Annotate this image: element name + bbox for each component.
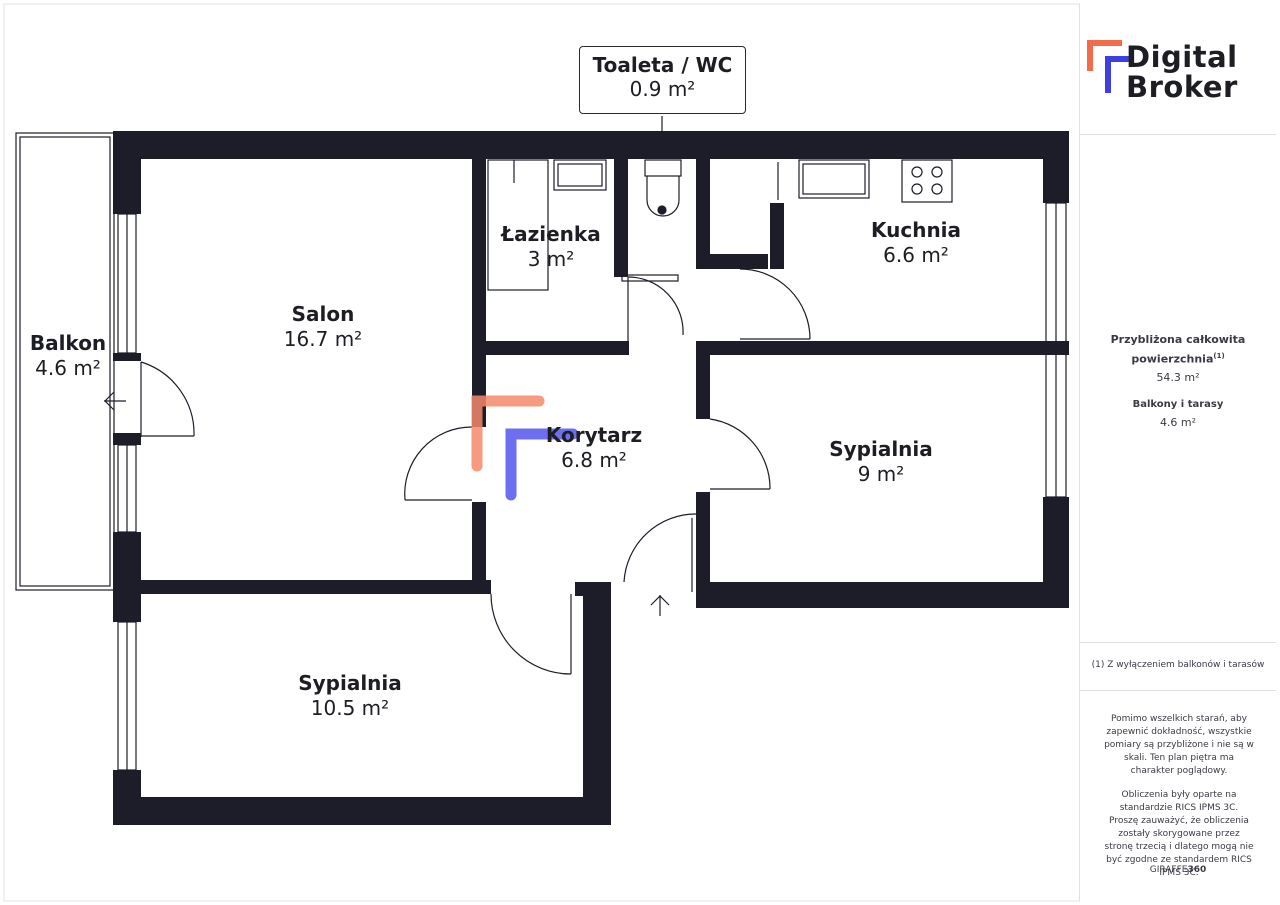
walls	[113, 131, 1069, 825]
room-name: Korytarz	[545, 423, 643, 447]
balcony-area-label: Balkony i tarasy	[1132, 399, 1224, 410]
room-area: 16.7 m²	[283, 327, 363, 351]
logo-line-2: Broker	[1126, 70, 1238, 104]
total-area-value: 54.3 m²	[1156, 371, 1200, 384]
floor-plan	[3, 3, 1080, 902]
balcony-outline	[15, 132, 115, 591]
room-label-wc: Toaleta / WC 0.9 m²	[579, 46, 746, 114]
area-summary-section: Przybliżona całkowita powierzchnia(1) 54…	[1080, 135, 1276, 643]
room-name: Łazienka	[501, 222, 601, 246]
balcony-area-value: 4.6 m²	[1159, 416, 1197, 429]
room-label-korytarz: Korytarz 6.8 m²	[546, 423, 642, 473]
room-name: Salon	[291, 302, 355, 326]
footnote-text: (1) Z wyłączeniem balkonów i tarasów	[1091, 660, 1265, 670]
doors	[140, 268, 811, 675]
disclaimer-text-1: Pomimo wszelkich starań, aby zapewnić do…	[1104, 714, 1254, 776]
room-name: Sypialnia	[298, 671, 402, 695]
logo-section: Digital Broker	[1080, 4, 1276, 135]
disclaimer-text-2: Obliczenia były oparte na standardzie RI…	[1104, 790, 1254, 878]
total-area-label: Przybliżona całkowita powierzchnia(1)	[1110, 333, 1246, 366]
fixtures	[487, 159, 953, 291]
room-label-salon: Salon 16.7 m²	[284, 302, 362, 352]
room-area: 0.9 m²	[629, 77, 696, 101]
room-label-kuchnia: Kuchnia 6.6 m²	[871, 218, 961, 268]
logo-text: Digital Broker	[1126, 42, 1238, 102]
footnote-section: (1) Z wyłączeniem balkonów i tarasów	[1080, 643, 1276, 691]
digital-broker-logo-icon	[1087, 40, 1130, 93]
disclaimer-section: Pomimo wszelkich starań, aby zapewnić do…	[1080, 691, 1276, 901]
room-name: Balkon	[29, 331, 107, 355]
room-name: Toaleta / WC	[592, 53, 733, 77]
room-label-lazienka: Łazienka 3 m²	[501, 222, 600, 272]
room-area: 10.5 m²	[310, 696, 390, 720]
room-name: Sypialnia	[829, 437, 933, 461]
room-label-sypialnia-right: Sypialnia 9 m²	[829, 437, 933, 487]
room-area: 6.8 m²	[561, 448, 627, 472]
windows	[117, 202, 1067, 771]
watermark-logo-icon	[471, 395, 579, 501]
giraffe360-brand: GIRAFFE360	[1149, 865, 1207, 875]
arrow-icon	[104, 391, 670, 616]
room-area: 9 m²	[857, 462, 905, 486]
room-label-balkon: Balkon 4.6 m²	[30, 331, 106, 381]
room-area: 4.6 m²	[35, 356, 101, 380]
room-area: 3 m²	[527, 247, 575, 271]
info-sidebar: Digital Broker Przybliżona całkowita pow…	[1079, 4, 1276, 901]
room-name: Kuchnia	[870, 218, 962, 242]
logo-line-1: Digital	[1126, 40, 1238, 74]
room-area: 6.6 m²	[883, 243, 949, 267]
room-label-sypialnia-bottom: Sypialnia 10.5 m²	[298, 671, 402, 721]
page-frame	[3, 3, 1080, 902]
